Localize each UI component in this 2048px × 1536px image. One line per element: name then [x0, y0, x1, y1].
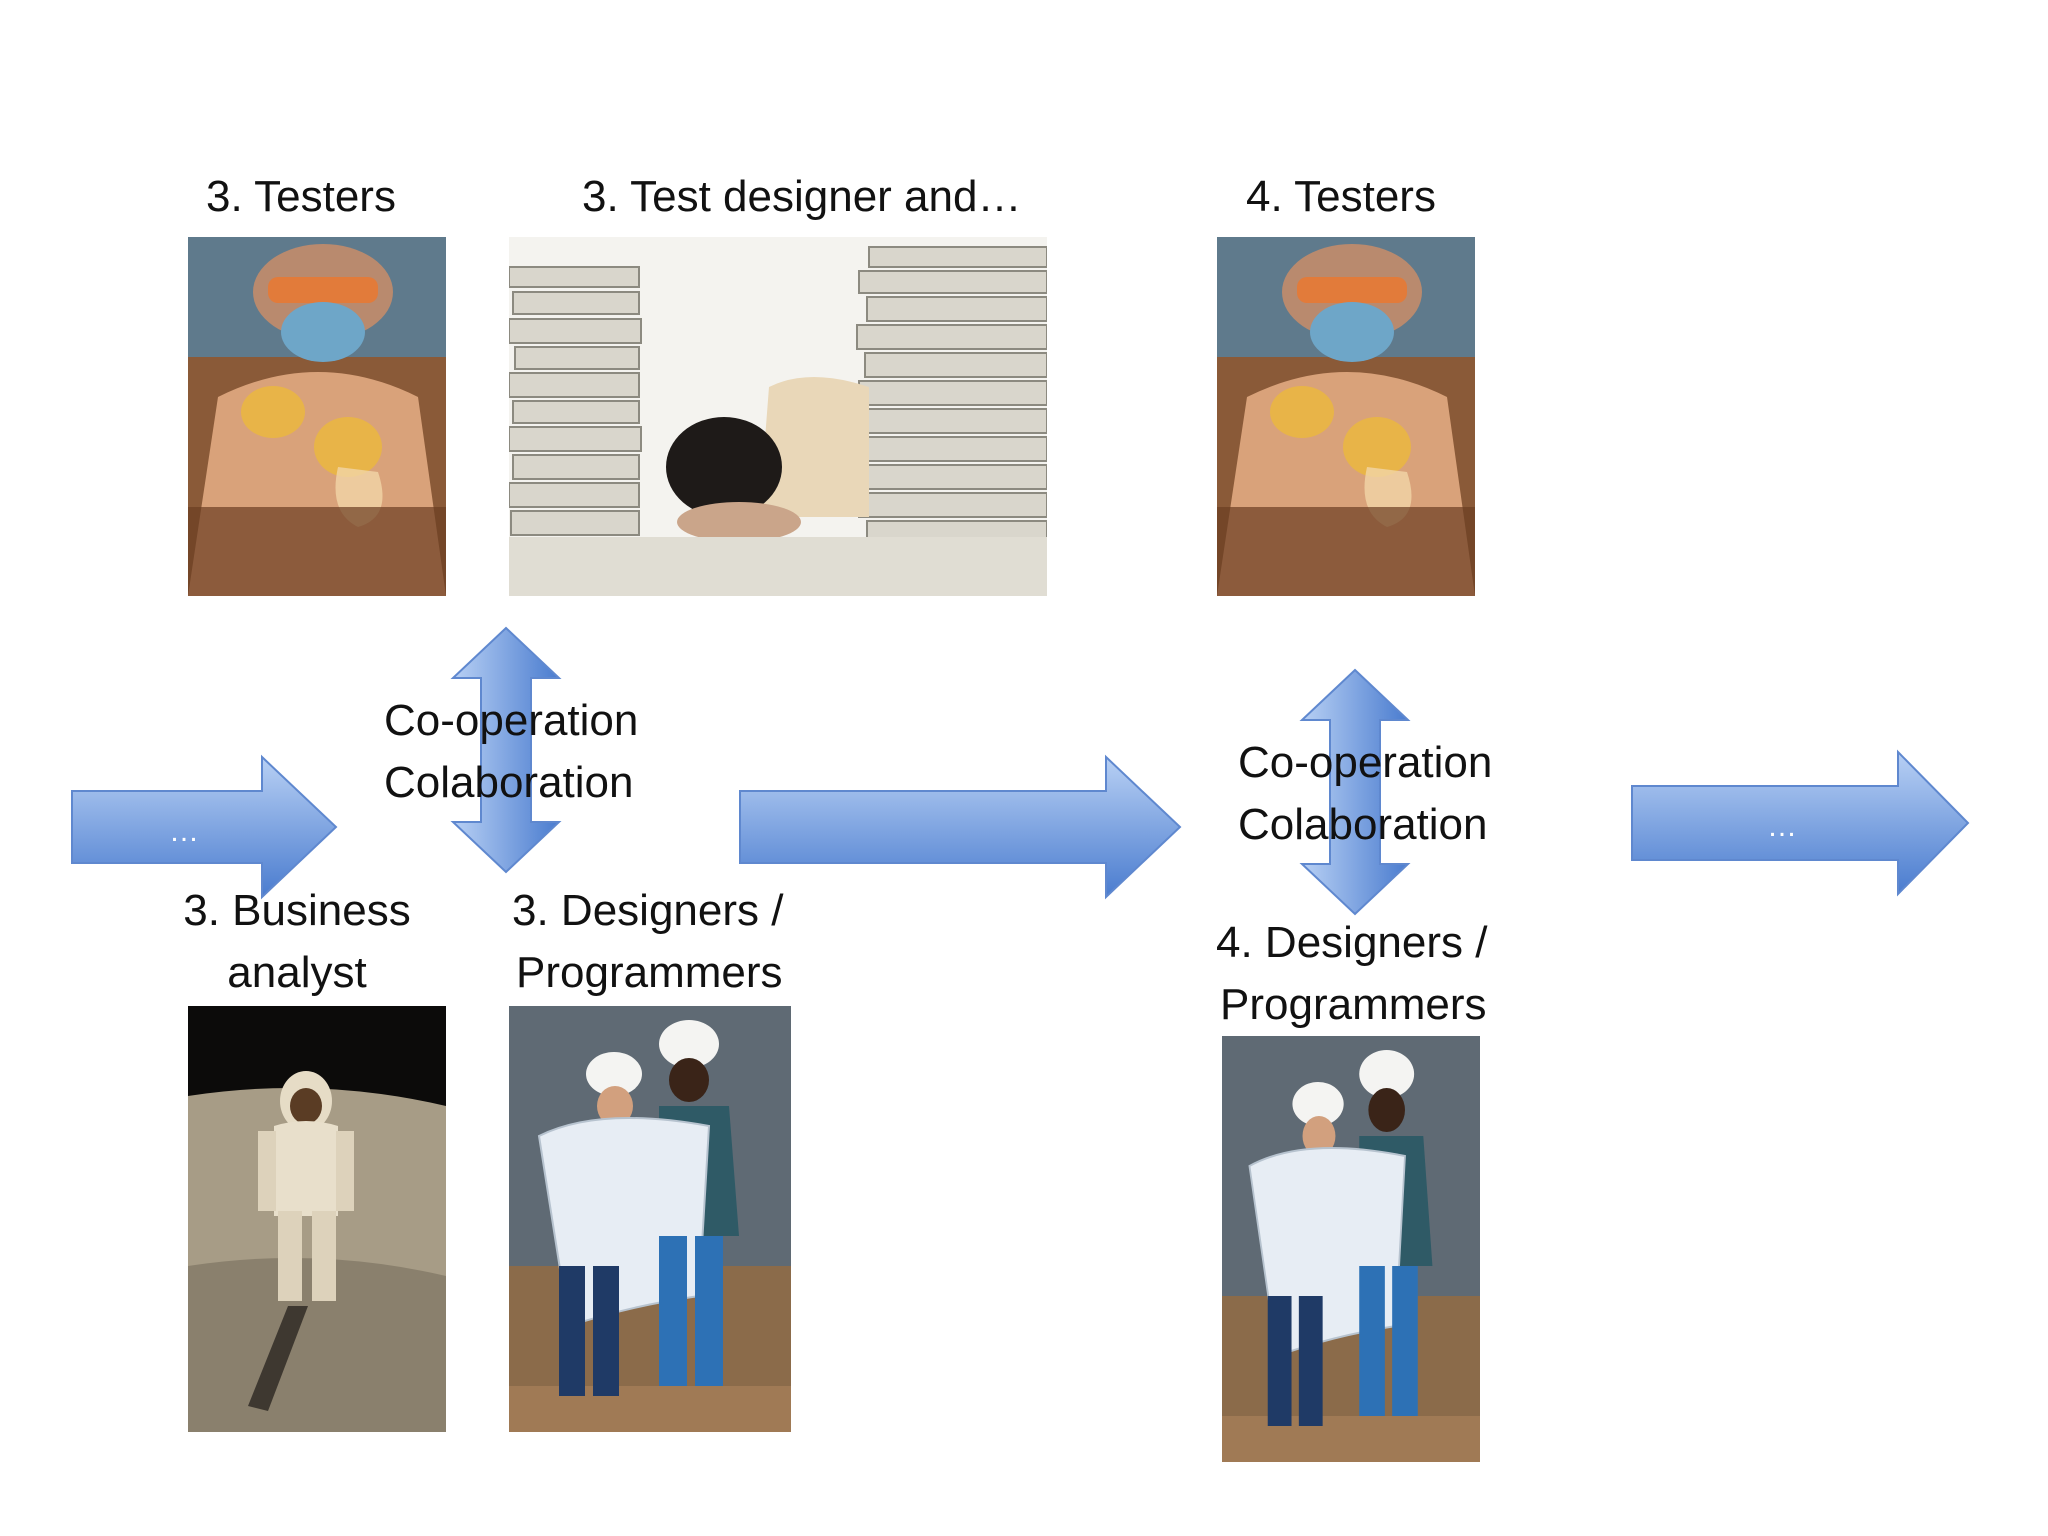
flow-arrow-right-label: … — [1767, 810, 1797, 843]
label-testers-3: 3. Testers — [206, 172, 396, 221]
construction-workers-blueprint-photo — [509, 1006, 791, 1432]
label-business-analyst-3-line1: 3. Business — [183, 886, 411, 935]
label-designers-3-line2: Programmers — [516, 948, 783, 997]
label-designers-4-line2: Programmers — [1220, 980, 1487, 1029]
vertical-double-arrow-left — [450, 626, 562, 874]
flow-arrow-left: … — [71, 754, 338, 900]
label-designers-4: 4. Designers / Programmers — [1216, 912, 1487, 1036]
label-business-analyst-3-line2: analyst — [227, 948, 367, 997]
cooperation-label-1-line1: Co-operation — [384, 696, 639, 745]
lab-tester-photo-2 — [1217, 237, 1475, 596]
cooperation-label-1: Co-operation Colaboration — [384, 690, 638, 814]
label-test-designer-3: 3. Test designer and… — [582, 172, 1022, 221]
label-testers-4: 4. Testers — [1246, 172, 1436, 221]
flow-arrow-left-label: … — [169, 815, 199, 848]
lab-tester-photo — [188, 237, 446, 596]
label-business-analyst-3: 3. Business analyst — [168, 880, 426, 1004]
flow-arrow-right: … — [1631, 749, 1970, 897]
cooperation-label-2-line2: Colaboration — [1238, 800, 1488, 849]
cooperation-label-1-line2: Colaboration — [384, 758, 634, 807]
label-designers-3-line1: 3. Designers / — [512, 886, 784, 935]
vertical-double-arrow-right — [1299, 668, 1411, 916]
cooperation-label-2-line1: Co-operation — [1238, 738, 1493, 787]
cooperation-label-2: Co-operation Colaboration — [1238, 732, 1492, 856]
paper-stacks-sleeping-person-photo — [509, 237, 1047, 596]
flow-arrow-middle — [739, 754, 1182, 900]
label-designers-4-line1: 4. Designers / — [1216, 918, 1488, 967]
label-designers-3: 3. Designers / Programmers — [512, 880, 783, 1004]
astronaut-on-moon-photo — [188, 1006, 446, 1432]
construction-workers-blueprint-photo-2 — [1222, 1036, 1480, 1462]
